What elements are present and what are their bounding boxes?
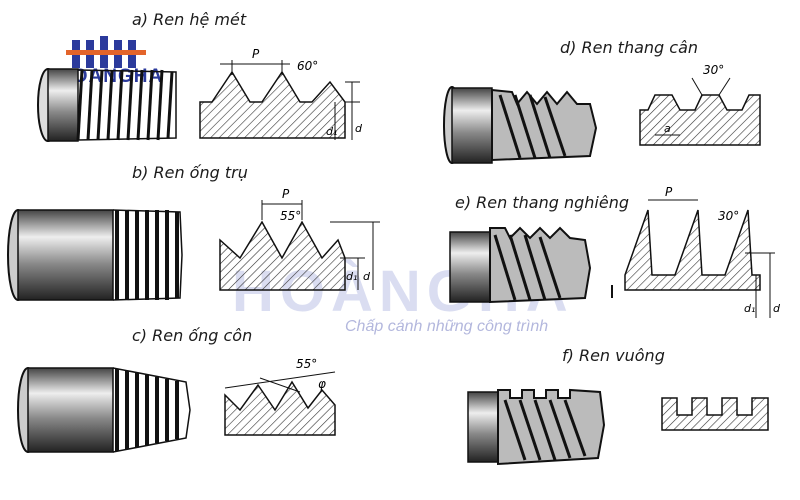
buttress-angle-label: 30° <box>718 209 739 223</box>
tapered-phi-label: φ <box>318 377 326 391</box>
trapezoidal-bolt <box>443 86 598 164</box>
trapezoidal-profile: 30° a <box>639 63 761 146</box>
label-square-thread: f) Ren vuông <box>562 346 665 365</box>
label-metric-thread: a) Ren hệ mét <box>132 10 247 29</box>
buttress-d-label: d <box>773 302 781 315</box>
tapered-angle-label: 55° <box>296 357 317 371</box>
watermark-tagline: Chấp cánh những công trình <box>345 318 549 335</box>
tapered-pipe-bolt <box>17 367 191 453</box>
label-buttress-thread: e) Ren thang nghiêng <box>455 193 629 212</box>
metric-pitch-label: P <box>252 47 260 61</box>
buttress-d1-label: d₁ <box>744 302 755 315</box>
buttress-profile: P 30° d₁ d <box>624 185 781 318</box>
trapezoidal-angle-label: 30° <box>703 63 724 77</box>
metric-thread-profile: P 60° d₁ d <box>199 47 363 140</box>
square-thread-bolt <box>467 388 606 466</box>
buttress-bolt <box>449 226 592 304</box>
tapered-pipe-profile: 55° φ <box>224 357 336 436</box>
label-trapezoidal-thread: d) Ren thang cân <box>560 38 699 57</box>
cylindrical-pipe-bolt <box>7 209 183 301</box>
metric-angle-label: 60° <box>297 59 318 73</box>
logo-mark-icon <box>66 36 146 68</box>
cylindrical-d-label: d <box>363 270 371 283</box>
cylindrical-angle-label: 55° <box>280 209 301 223</box>
cylindrical-d1-label: d₁ <box>346 270 357 283</box>
label-cylindrical-pipe-thread: b) Ren ống trụ <box>132 163 248 182</box>
trapezoidal-a-label: a <box>664 122 671 135</box>
label-tapered-pipe-thread: c) Ren ống côn <box>132 326 253 345</box>
cylindrical-pitch-label: P <box>282 187 290 201</box>
buttress-pitch-label: P <box>665 185 673 199</box>
metric-d1-label: d₁ <box>326 125 337 138</box>
metric-d-label: d <box>355 122 363 135</box>
square-thread-profile <box>661 397 769 431</box>
cylindrical-pipe-profile: P 55° d₁ d <box>219 187 380 291</box>
brand-logo <box>66 34 146 94</box>
metric-thread-bolt <box>37 68 177 142</box>
